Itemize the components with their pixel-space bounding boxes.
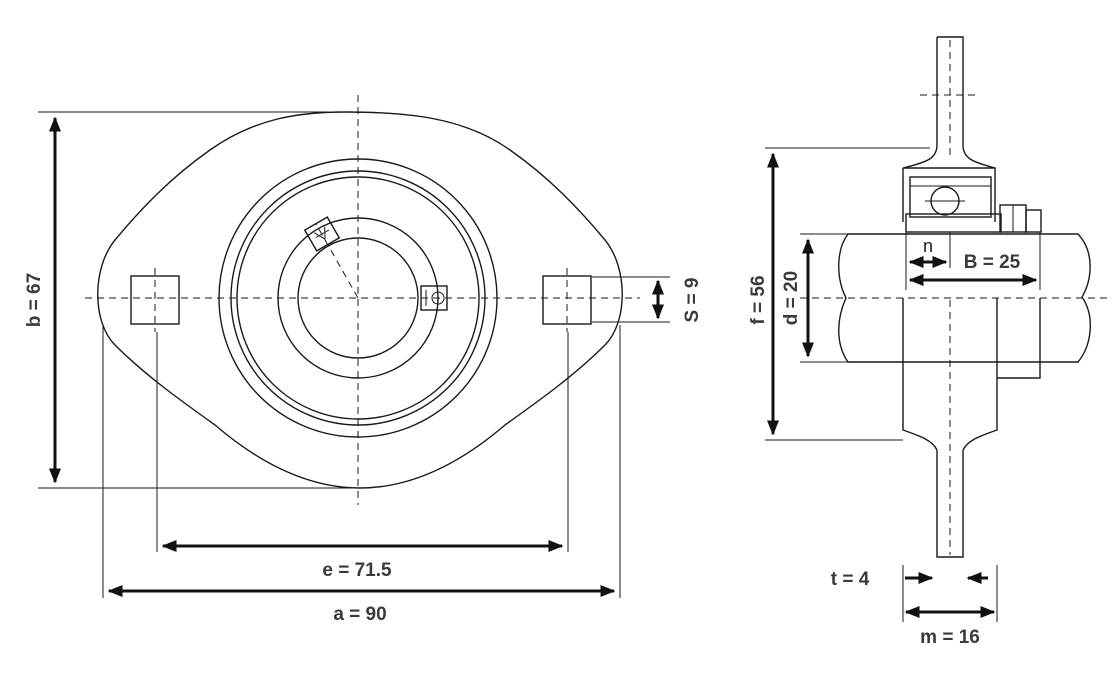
dim-label-e: e = 71.5 — [322, 560, 392, 581]
inner-ring — [905, 213, 1002, 233]
dim-label-a: a = 90 — [333, 604, 386, 625]
side-view: f = 56 d = 20 n B = 25 t = 4 m = 16 — [748, 36, 1110, 648]
mounting-hole-left — [130, 275, 180, 325]
dim-label-m: m = 16 — [920, 627, 980, 648]
dim-label-n: n — [923, 236, 933, 256]
housing-body — [902, 167, 996, 222]
dim-label-b: b = 67 — [24, 273, 45, 327]
bearing-insert — [909, 176, 992, 218]
housing-top-lug — [902, 36, 996, 169]
mounting-hole-right — [542, 275, 592, 325]
dim-label-s: S = 9 — [682, 278, 703, 323]
dim-label-f: f = 56 — [748, 275, 769, 324]
dim-label-bw: B = 25 — [964, 252, 1021, 273]
housing-lower — [902, 298, 998, 451]
dim-label-t: t = 4 — [831, 569, 870, 590]
dim-label-d: d = 20 — [781, 271, 802, 325]
bore-circle — [297, 237, 419, 359]
flange-outline — [97, 111, 623, 489]
housing-bottom-lug — [936, 450, 964, 558]
front-view: b = 67 e = 71.5 a = 90 S = 9 — [24, 95, 703, 625]
shaft — [838, 233, 1091, 363]
